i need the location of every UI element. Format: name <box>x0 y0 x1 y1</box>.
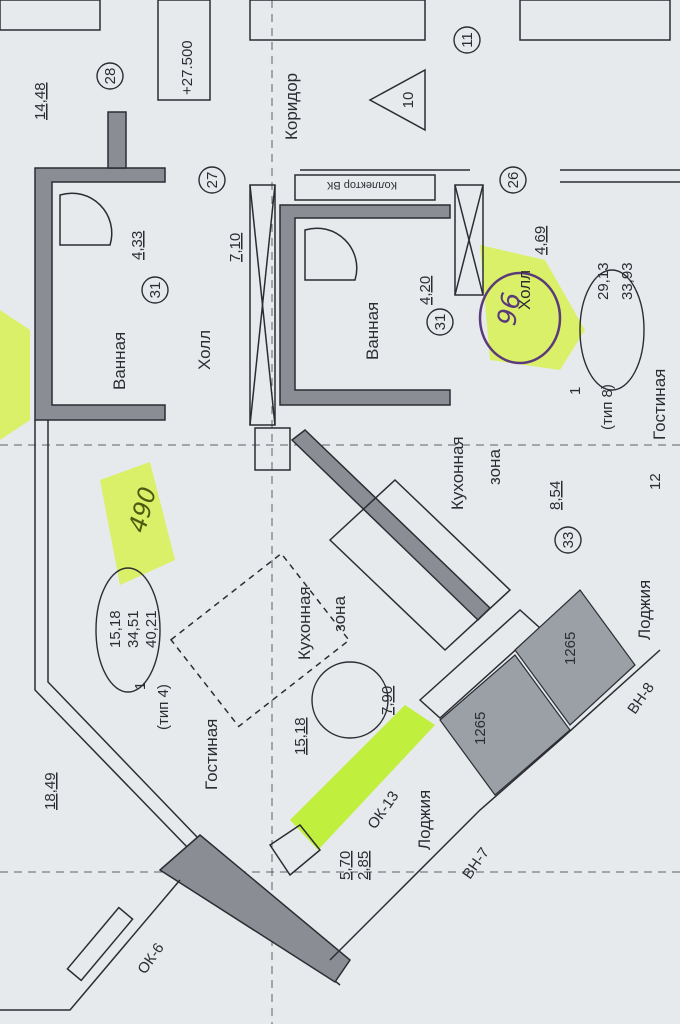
shaft-left <box>249 184 276 426</box>
value-4-33: 4,33 <box>129 231 146 260</box>
top-stair-block <box>249 0 426 41</box>
value-1265-a: 1265 <box>472 712 489 745</box>
marker-33: 33 <box>554 526 582 554</box>
label-hall-right: Холл <box>515 270 534 310</box>
svg-text:28: 28 <box>102 68 119 85</box>
marker-28: 28 <box>96 62 124 90</box>
code-ok13: ОК-13 <box>364 788 402 832</box>
label-loggia-right: Лоджия <box>635 580 654 640</box>
marker-26: 26 <box>499 166 527 194</box>
label-type-right: (тип 8) <box>599 384 616 430</box>
label-one-left: 1 <box>132 682 149 690</box>
column-small <box>254 427 291 471</box>
label-type-left: (тип 4) <box>155 684 172 730</box>
loggia-hatch-b <box>514 589 636 726</box>
value-15-18-a: 15,18 <box>107 610 124 648</box>
code-bn7: ВН-7 <box>459 845 493 883</box>
marker-27: 27 <box>198 166 226 194</box>
svg-text:27: 27 <box>204 172 221 189</box>
svg-text:31: 31 <box>147 282 164 299</box>
label-hall-left: Холл <box>195 330 214 370</box>
svg-text:26: 26 <box>505 172 522 189</box>
value-14-48: 14,48 <box>32 82 49 120</box>
kitchen-marker-circle <box>311 661 389 739</box>
bath-fixture-right <box>304 227 358 281</box>
value-15-18-b: 15,18 <box>292 717 309 755</box>
label-living-right: Гостиная <box>650 369 669 440</box>
area-ellipse-left <box>95 567 161 693</box>
value-7-90: 7,90 <box>379 686 396 715</box>
loggia-frame <box>268 823 322 877</box>
purple-circle <box>478 271 562 365</box>
label-corridor: Коридор <box>282 73 301 140</box>
handwritten-purple-96: 96 <box>492 290 527 328</box>
left-column <box>107 111 127 169</box>
value-33-93: 33,93 <box>619 262 636 300</box>
highlight-loggia <box>290 705 435 850</box>
value-18-49: 18,49 <box>42 772 59 810</box>
label-loggia-left: Лоджия <box>415 790 434 850</box>
value-29-13: 29,13 <box>595 262 612 300</box>
label-living-left: Гостиная <box>202 719 221 790</box>
label-bath-left: Ванная <box>110 332 129 390</box>
svg-text:33: 33 <box>560 532 577 549</box>
dashed-room-rect <box>169 552 351 728</box>
right-outer-wall <box>560 169 680 183</box>
left-bottom-wall <box>0 879 181 1011</box>
value-1265-b: 1265 <box>562 632 579 665</box>
window-ok6 <box>66 906 134 982</box>
left-corner-wall <box>158 834 352 984</box>
left-bathroom-walls <box>34 167 166 421</box>
marker-10: 10 <box>368 68 426 132</box>
label-kitchen-right-2: зона <box>485 449 504 485</box>
value-5-70: 5,70 <box>337 851 354 880</box>
label-collector: Коллектор ВК <box>326 179 397 191</box>
value-12: 12 <box>647 473 664 490</box>
value-2-85: 2,85 <box>355 851 372 880</box>
level-box <box>157 0 211 101</box>
top-wall-block <box>0 0 101 31</box>
value-34-51: 34,51 <box>125 610 142 648</box>
label-kitchen-left: Кухонная <box>295 586 314 660</box>
collector-box <box>294 174 436 201</box>
shaft-right <box>454 184 484 296</box>
value-27500: +27.500 <box>179 40 196 95</box>
left-outer-wall <box>34 420 341 986</box>
marker-31-right: 31 <box>426 308 454 336</box>
value-4-69: 4,69 <box>532 226 549 255</box>
marker-11: 11 <box>453 26 481 54</box>
value-40-21: 40,21 <box>143 610 160 648</box>
code-ok6: ОК-6 <box>134 940 167 977</box>
code-bn8: ВН-8 <box>624 680 658 718</box>
right-lower-wall <box>329 649 661 961</box>
shaft-cross <box>454 184 484 296</box>
label-kitchen-left-2: зона <box>330 596 349 632</box>
label-one-right: 1 <box>567 387 584 395</box>
area-ellipse-right <box>579 269 645 391</box>
highlight-green-490 <box>100 462 175 585</box>
left-outer-wall-inner <box>47 420 199 839</box>
svg-text:31: 31 <box>432 314 449 331</box>
svg-text:11: 11 <box>459 32 476 48</box>
svg-text:10: 10 <box>400 92 417 109</box>
right-bathroom-walls <box>279 204 451 406</box>
top-right-block <box>519 0 671 41</box>
highlight-left-edge <box>0 310 30 440</box>
shaft-cross <box>249 184 276 426</box>
value-4-20: 4,20 <box>417 276 434 305</box>
kitchen-counter <box>328 478 512 652</box>
label-bath-right: Ванная <box>363 302 382 360</box>
bath-fixture-left <box>59 192 113 246</box>
marker-31-left: 31 <box>141 276 169 304</box>
label-kitchen-right: Кухонная <box>448 436 467 510</box>
value-8-54: 8,54 <box>547 481 564 510</box>
value-7-10: 7,10 <box>227 233 244 262</box>
